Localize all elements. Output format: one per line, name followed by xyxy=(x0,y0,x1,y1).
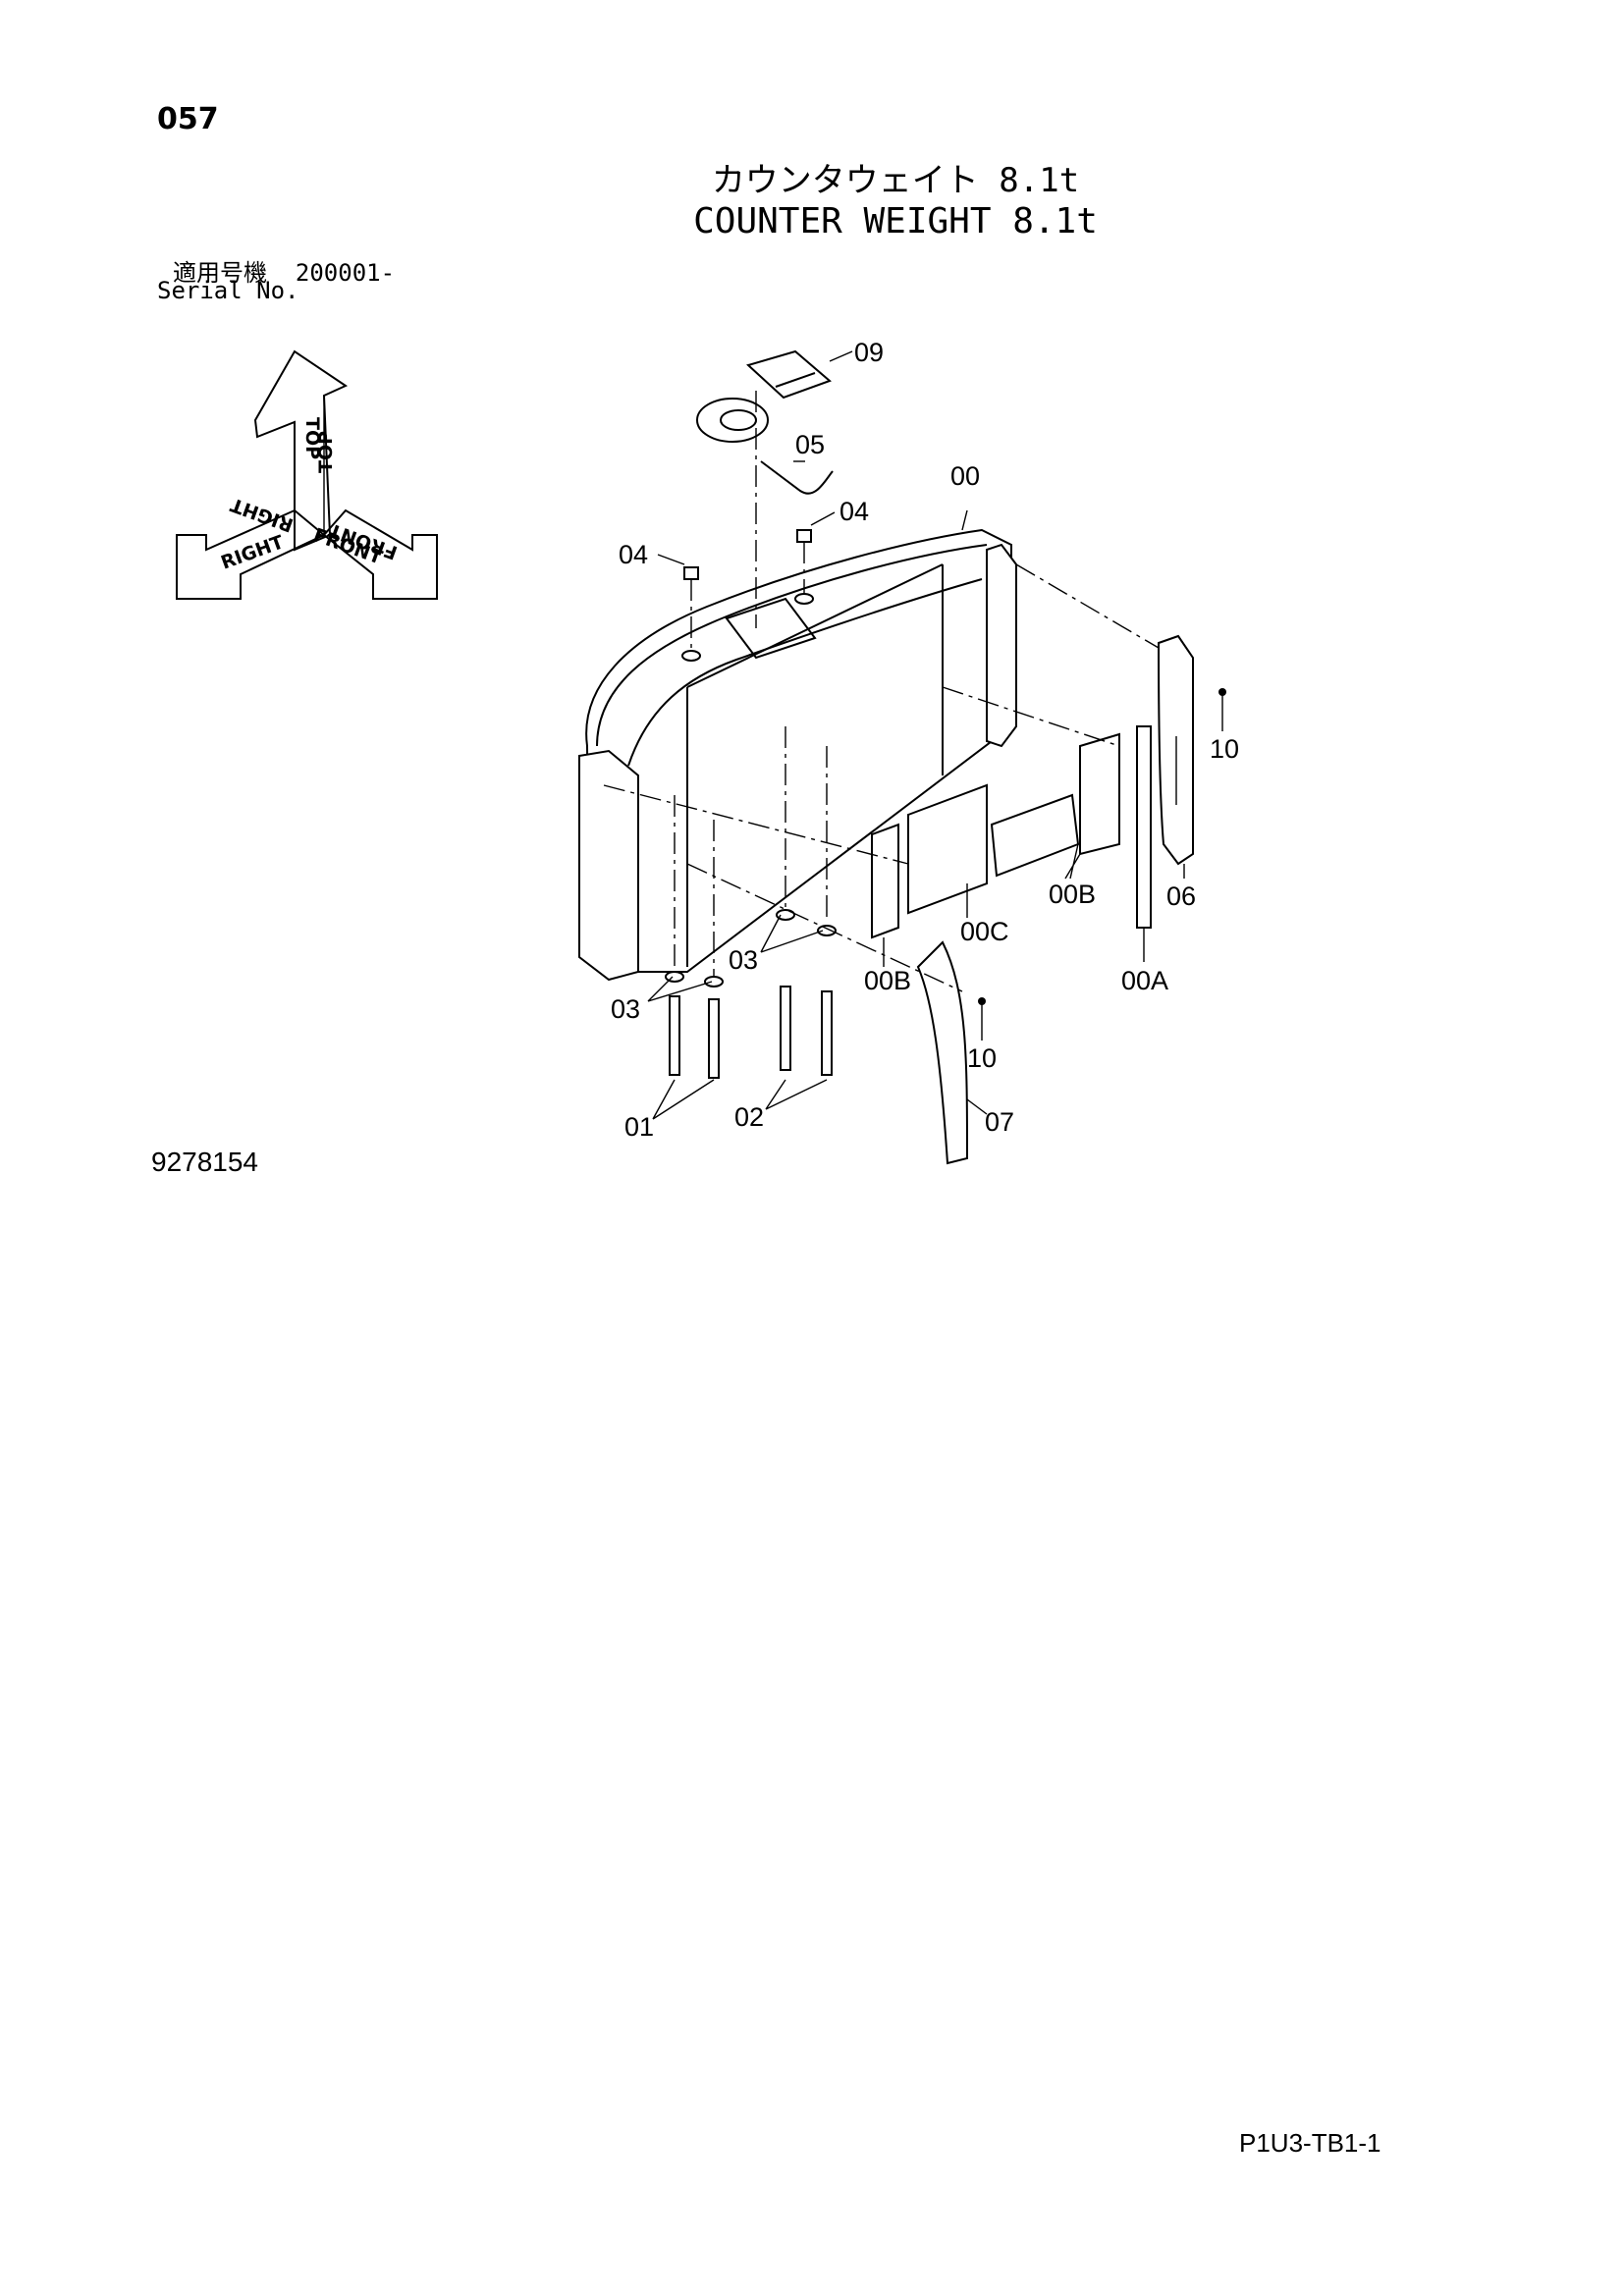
serial-label-english: Serial No. xyxy=(157,277,299,304)
guide-line-d xyxy=(686,863,963,992)
bolt-10-lower xyxy=(978,997,986,1005)
leader-lines xyxy=(647,350,1223,1120)
callout-03-mid: 03 xyxy=(729,945,758,975)
bolts-02 xyxy=(776,726,837,1076)
title-japanese: カウンタウェイト 8.1t xyxy=(711,161,1080,200)
page-number: 057 xyxy=(157,102,219,136)
plate-00C xyxy=(907,783,988,915)
drawing-number: 9278154 xyxy=(151,1147,259,1177)
plate-00A xyxy=(1136,725,1152,929)
callout-07: 07 xyxy=(985,1107,1014,1137)
filler-cap xyxy=(696,398,769,443)
callout-04-right: 04 xyxy=(839,497,869,526)
title-english: COUNTER WEIGHT 8.1t xyxy=(693,201,1098,241)
side-cover-07 xyxy=(916,940,969,1165)
callout-03-left: 03 xyxy=(611,994,640,1024)
right-label-b: RIGHT xyxy=(218,531,287,573)
top-label-b: TOP xyxy=(315,431,337,473)
plate-00B-left xyxy=(871,823,899,939)
callout-00A: 00A xyxy=(1121,966,1168,995)
side-cover-06 xyxy=(1157,634,1194,866)
top-arrow-shape xyxy=(253,349,349,552)
callout-00B-left: 00B xyxy=(864,966,911,995)
callout-05: 05 xyxy=(795,430,825,459)
guide-line-a xyxy=(1015,563,1160,649)
right-label-a: RIGHT xyxy=(228,494,297,536)
callout-00B-right: 00B xyxy=(1049,880,1096,909)
counterweight-body xyxy=(578,528,1017,982)
callout-10-upper: 10 xyxy=(1210,734,1239,764)
cover-plate-09 xyxy=(746,349,832,400)
bolt-04-left xyxy=(681,566,701,662)
page-code: P1U3-TB1-1 xyxy=(1239,2128,1381,2158)
serial-label-japanese: 適用号機 xyxy=(173,259,267,287)
bolt-04-right xyxy=(794,529,814,605)
callout-02: 02 xyxy=(734,1102,764,1132)
guide-line-c xyxy=(603,784,909,865)
callout-01: 01 xyxy=(624,1112,654,1142)
callout-00C: 00C xyxy=(960,917,1009,946)
orientation-indicator: TOP TOP RIGHT RIGHT FRONT FRONT xyxy=(176,349,438,600)
top-label-a: TOP xyxy=(301,417,323,459)
plate-00B-right-lower xyxy=(990,793,1080,878)
callout-10-lower: 10 xyxy=(967,1043,997,1073)
callout-06: 06 xyxy=(1166,881,1196,911)
serial-value: 200001- xyxy=(295,259,396,287)
guide-line-b xyxy=(942,686,1120,747)
serial-line-japanese: 適用号機 200001- xyxy=(173,253,395,288)
callout-04-left: 04 xyxy=(619,540,648,569)
plate-00B-right-upper xyxy=(1079,732,1120,856)
callout-09: 09 xyxy=(854,338,884,367)
callout-00: 00 xyxy=(950,461,980,491)
wire-05 xyxy=(760,460,834,495)
